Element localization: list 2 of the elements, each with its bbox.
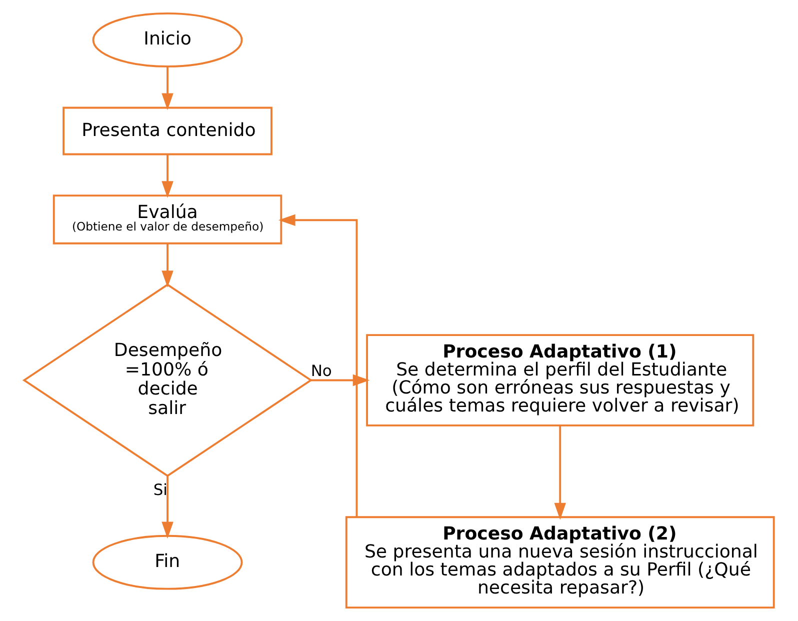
edge-label: No (310, 362, 332, 380)
edge-label: Si (153, 481, 168, 500)
